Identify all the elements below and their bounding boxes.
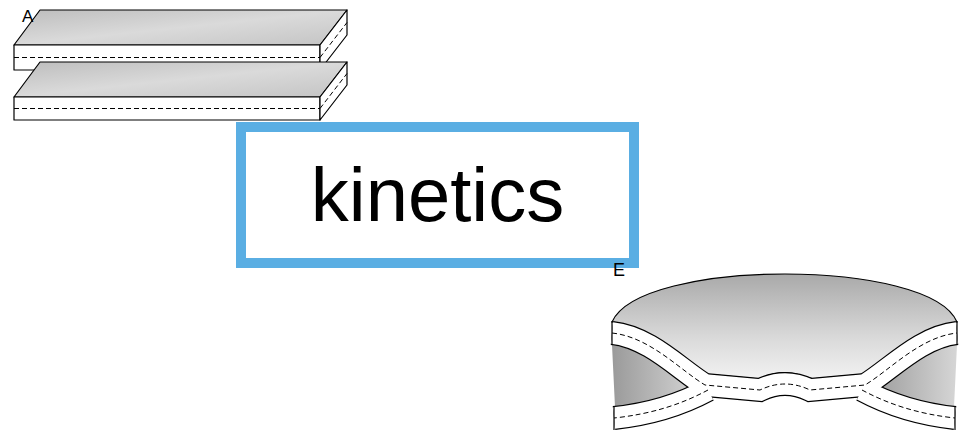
bilayer-slab (14, 10, 347, 70)
bilayer-slab (14, 62, 347, 120)
process-box: kinetics (236, 122, 639, 268)
panel-letter: A (22, 8, 33, 25)
box-label: kinetics (311, 157, 564, 233)
panel-letter: E (613, 261, 625, 279)
fusion-stalk (612, 274, 957, 430)
